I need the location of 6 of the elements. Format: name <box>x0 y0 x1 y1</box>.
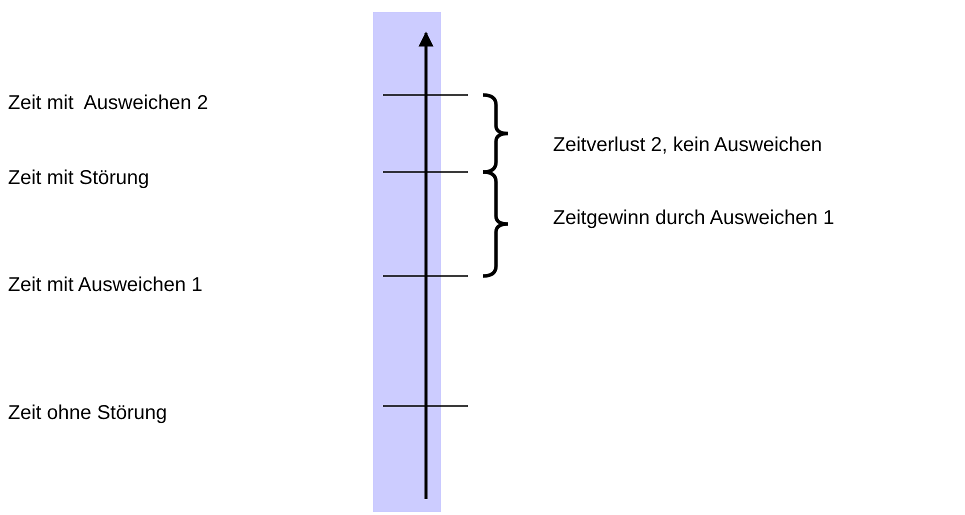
brace-label: Zeitgewinn durch Ausweichen 1 <box>553 208 834 228</box>
axis-value-label: Zeit ohne Störung <box>8 403 167 423</box>
axis-value-label: Zeit mit Störung <box>8 168 150 188</box>
axis-value-label: Zeit mit Ausweichen 1 <box>8 275 203 295</box>
brace-label: Zeitverlust 2, kein Ausweichen <box>553 135 822 155</box>
axis-value-label: Zeit mit Ausweichen 2 <box>8 93 208 113</box>
